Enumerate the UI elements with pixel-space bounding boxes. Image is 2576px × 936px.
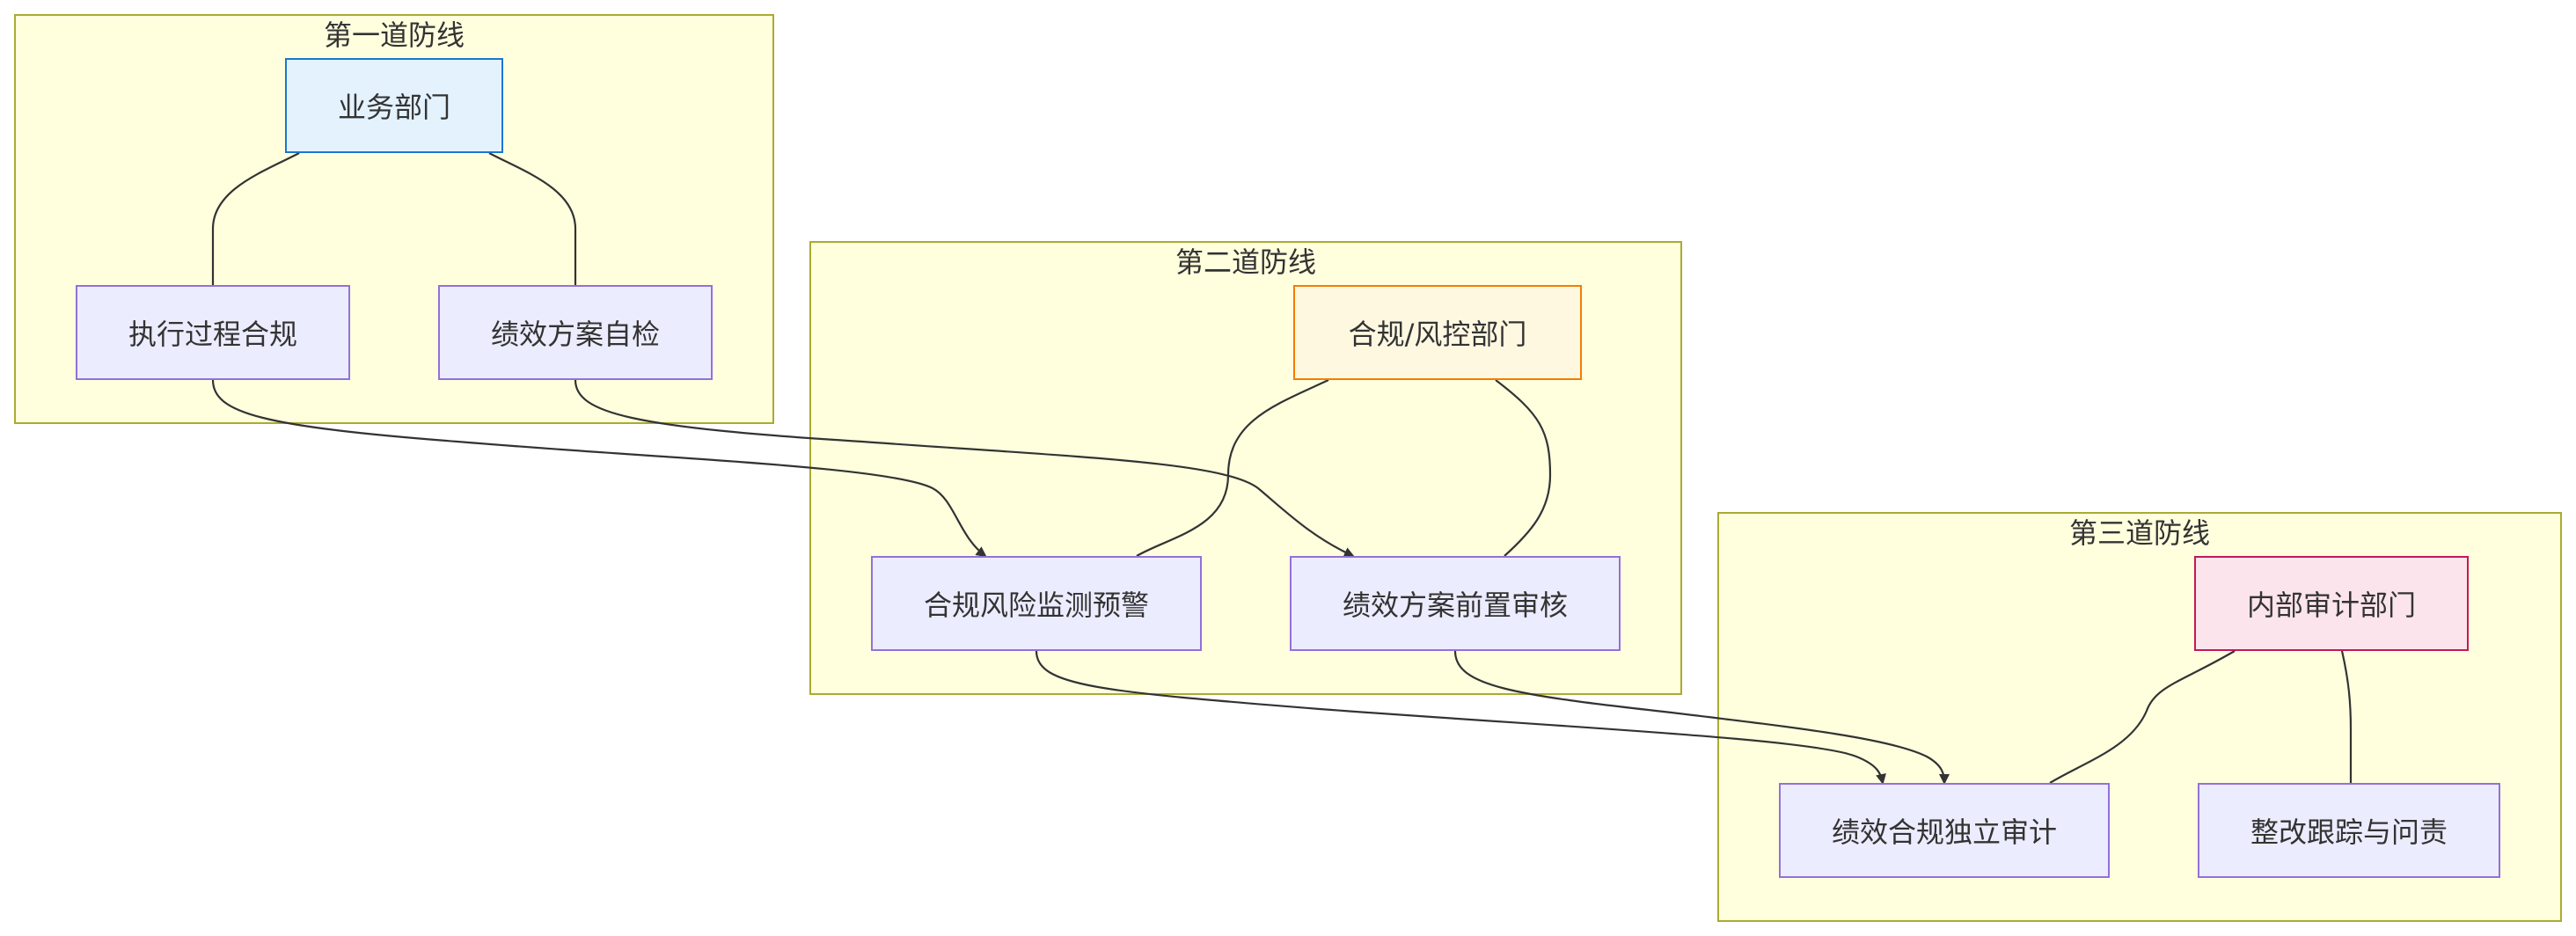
node-compliance-dept[interactable]: 合规/风控部门 <box>1293 285 1582 380</box>
node-risk-monitoring[interactable]: 合规风险监测预警 <box>871 556 1202 651</box>
cluster-title-third-line: 第三道防线 <box>2068 516 2210 550</box>
cluster-title-first-line: 第一道防线 <box>323 18 465 52</box>
node-execution-compliance[interactable]: 执行过程合规 <box>76 285 350 380</box>
node-plan-selfcheck[interactable]: 绩效方案自检 <box>438 285 713 380</box>
node-rectification[interactable]: 整改跟踪与问责 <box>2198 783 2500 878</box>
node-business-dept[interactable]: 业务部门 <box>285 58 503 153</box>
node-independent-audit[interactable]: 绩效合规独立审计 <box>1779 783 2110 878</box>
node-plan-prereview[interactable]: 绩效方案前置审核 <box>1290 556 1621 651</box>
cluster-title-second-line: 第二道防线 <box>1175 245 1316 279</box>
node-audit-dept[interactable]: 内部审计部门 <box>2194 556 2469 651</box>
